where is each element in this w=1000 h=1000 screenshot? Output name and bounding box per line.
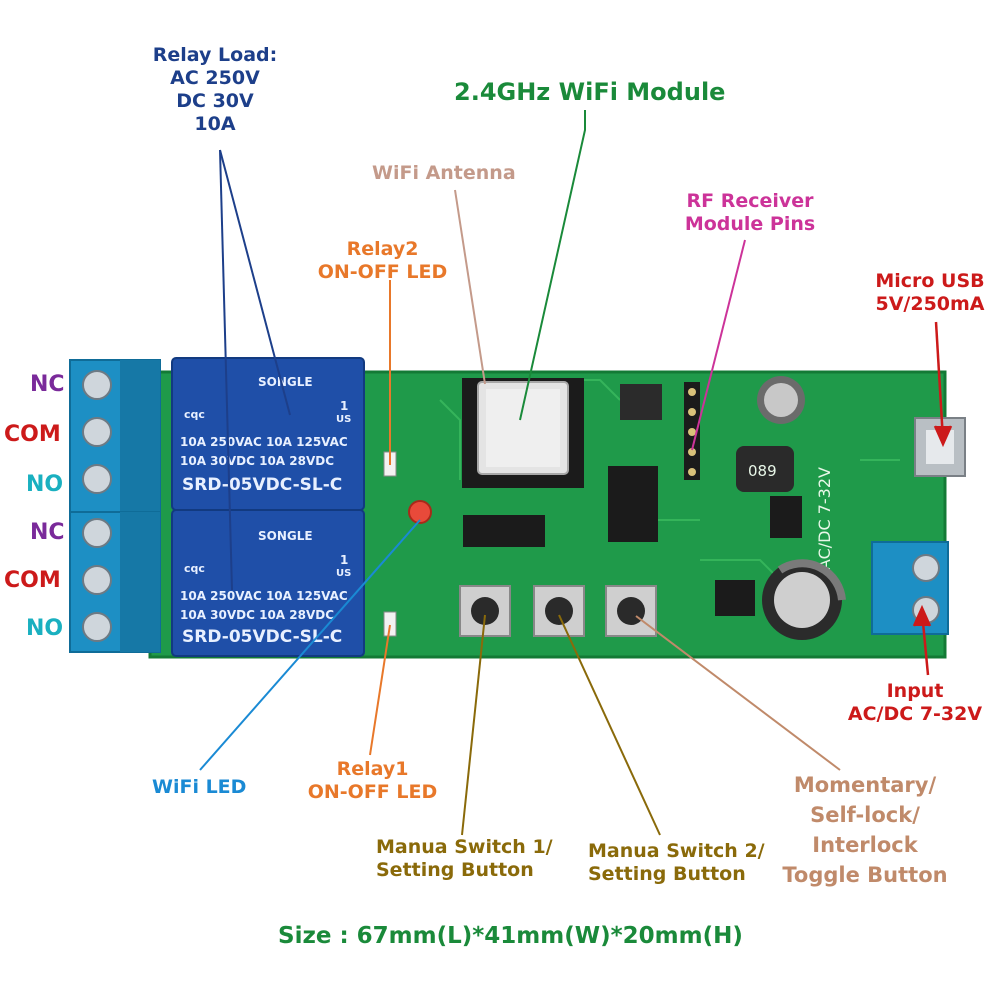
leader-relay-load-1 xyxy=(219,149,291,416)
toggle-line-3: Interlock xyxy=(812,833,918,857)
label-switch-1: Manua Switch 1/ Setting Button xyxy=(376,836,553,882)
pcb-silk-voltage: VAC/DC 7-32V xyxy=(815,467,834,580)
relay-2-cert: cqc xyxy=(184,408,205,421)
relay-1: SONGLE 1 cqc US 10A 250VAC 10A 125VAC 10… xyxy=(171,509,365,657)
label-micro-usb: Micro USB 5V/250mA xyxy=(860,270,1000,316)
relay-load-line-2: AC 250V xyxy=(170,67,260,89)
relay2-led-line-1: Relay2 xyxy=(346,238,419,260)
input-terminal xyxy=(871,541,949,635)
screw-no-top xyxy=(82,464,112,494)
leader-wifi-antenna xyxy=(454,189,486,385)
toggle-line-4: Toggle Button xyxy=(782,863,948,887)
relay-1-us: US xyxy=(336,568,351,579)
label-rf-receiver: RF Receiver Module Pins xyxy=(680,190,820,236)
wifi-led-red xyxy=(408,500,432,524)
label-switch-2: Manua Switch 2/ Setting Button xyxy=(588,840,765,886)
leader-switch-2 xyxy=(558,614,661,836)
relay-load-line-4: 10A xyxy=(194,113,236,135)
input-line-2: AC/DC 7-32V xyxy=(847,703,983,725)
leader-relay-load-2 xyxy=(219,149,233,591)
rf-receiver-line-1: RF Receiver xyxy=(686,190,814,212)
capacitor-small xyxy=(757,376,805,424)
rf-receiver-pins xyxy=(684,382,700,480)
relay-2-rating-dc: 10A 30VDC 10A 28VDC xyxy=(180,454,334,468)
relay-1-pin: 1 xyxy=(340,553,348,567)
relay-2-brand: SONGLE xyxy=(258,375,313,389)
switch-2-line-1: Manua Switch 2/ xyxy=(588,840,765,862)
label-toggle: Momentary/ Self-lock/ Interlock Toggle B… xyxy=(780,770,950,890)
button-switch-1 xyxy=(459,585,511,637)
wifi-module xyxy=(462,378,584,488)
relay1-led xyxy=(383,611,397,637)
button-switch-2 xyxy=(533,585,585,637)
switch-1-line-2: Setting Button xyxy=(376,859,534,881)
relay-1-rating-ac: 10A 250VAC 10A 125VAC xyxy=(180,589,348,603)
relay-load-line-1: Relay Load: xyxy=(152,44,278,66)
relay1-led-line-2: ON-OFF LED xyxy=(307,781,438,803)
relay-1-cert: cqc xyxy=(184,562,205,575)
relay-2-model: SRD-05VDC-SL-C xyxy=(182,475,342,495)
leader-wifi-module xyxy=(519,110,586,421)
relay2-led-line-2: ON-OFF LED xyxy=(317,261,448,283)
button-toggle xyxy=(605,585,657,637)
ic-chips xyxy=(463,384,802,616)
screw-nc-bottom xyxy=(82,518,112,548)
terminal-bottom-com: COM xyxy=(4,568,61,593)
leader-rf-receiver xyxy=(691,239,746,451)
micro-usb-line-2: 5V/250mA xyxy=(875,293,985,315)
relay-1-rating-dc: 10A 30VDC 10A 28VDC xyxy=(180,608,334,622)
leader-switch-1 xyxy=(461,614,486,836)
label-wifi-antenna: WiFi Antenna xyxy=(372,162,516,184)
switch-2-line-2: Setting Button xyxy=(588,863,746,885)
label-input: Input AC/DC 7-32V xyxy=(840,680,990,726)
label-relay1-led: Relay1 ON-OFF LED xyxy=(300,758,445,804)
capacitor-large xyxy=(762,559,846,640)
input-line-1: Input xyxy=(886,680,944,702)
terminal-block-top xyxy=(69,359,161,513)
terminal-block-bottom xyxy=(69,511,161,653)
label-wifi-led: WiFi LED xyxy=(152,776,247,798)
relay-2: SONGLE 1 cqc US 10A 250VAC 10A 125VAC 10… xyxy=(171,357,365,511)
label-wifi-module: 2.4GHz WiFi Module xyxy=(454,78,726,106)
relay-load-line-3: DC 30V xyxy=(176,90,254,112)
terminal-bottom-no: NO xyxy=(26,616,64,641)
terminal-top-com: COM xyxy=(4,422,61,447)
leader-relay1-led xyxy=(369,624,391,756)
terminal-top-no: NO xyxy=(26,472,64,497)
toggle-line-1: Momentary/ xyxy=(793,773,937,797)
relay-2-pin: 1 xyxy=(340,399,348,413)
toggle-line-2: Self-lock/ xyxy=(810,803,920,827)
relay-2-us: US xyxy=(336,414,351,425)
screw-com-top xyxy=(82,417,112,447)
label-size: Size : 67mm(L)*41mm(W)*20mm(H) xyxy=(278,923,743,949)
terminal-bottom-nc: NC xyxy=(30,520,65,545)
arrow-micro-usb xyxy=(934,321,945,441)
inductor: 089 xyxy=(736,446,794,492)
terminal-top-nc: NC xyxy=(30,372,65,397)
relay-2-rating-ac: 10A 250VAC 10A 125VAC xyxy=(180,435,348,449)
relay-1-brand: SONGLE xyxy=(258,529,313,543)
leader-toggle xyxy=(635,615,841,771)
relay1-led-line-1: Relay1 xyxy=(336,758,409,780)
inductor-code: 089 xyxy=(748,462,777,480)
label-relay-load: Relay Load: AC 250V DC 30V 10A xyxy=(140,44,290,136)
switch-1-line-1: Manua Switch 1/ xyxy=(376,836,553,858)
relay-1-model: SRD-05VDC-SL-C xyxy=(182,627,342,647)
label-relay2-led: Relay2 ON-OFF LED xyxy=(310,238,455,284)
screw-nc-top xyxy=(82,370,112,400)
rf-receiver-line-2: Module Pins xyxy=(684,213,816,235)
leader-wifi-led xyxy=(199,519,421,771)
screw-com-bottom xyxy=(82,565,112,595)
micro-usb-line-1: Micro USB xyxy=(875,270,985,292)
screw-no-bottom xyxy=(82,612,112,642)
